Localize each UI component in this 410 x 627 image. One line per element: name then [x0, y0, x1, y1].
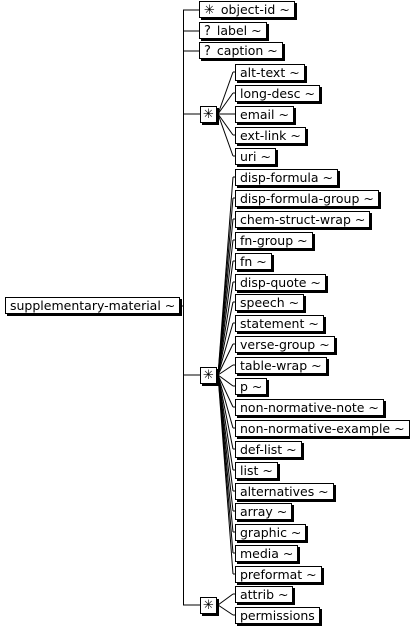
- element-label: speech ~: [240, 295, 300, 310]
- element-table-wrap[interactable]: table-wrap ~: [235, 357, 327, 374]
- choice-compositor-3[interactable]: ✳: [200, 597, 217, 614]
- element-label: email ~: [240, 107, 289, 122]
- element-label: p ~: [240, 379, 263, 394]
- element-label: disp-quote ~: [240, 275, 321, 290]
- element-media[interactable]: media ~: [235, 545, 299, 562]
- element-label: statement ~: [240, 316, 319, 331]
- element-chem-struct-wrap[interactable]: chem-struct-wrap ~: [235, 211, 371, 228]
- element-disp-quote[interactable]: disp-quote ~: [235, 274, 326, 291]
- repeat-star-icon: ✳: [204, 3, 215, 18]
- child-label: object-id ~: [220, 2, 290, 17]
- element-array[interactable]: array ~: [235, 503, 293, 520]
- element-label: media ~: [240, 546, 294, 561]
- element-label: def-list ~: [240, 442, 297, 457]
- element-fn-group[interactable]: fn-group ~: [235, 232, 313, 249]
- element-statement[interactable]: statement ~: [235, 315, 324, 332]
- element-label: attrib ~: [240, 587, 289, 602]
- element-long-desc[interactable]: long-desc ~: [235, 85, 320, 102]
- optional-question-icon: ?: [204, 44, 211, 59]
- element-permissions[interactable]: permissions: [235, 607, 320, 624]
- choice-compositor-2[interactable]: ✳: [200, 367, 217, 384]
- element-label: non-normative-note ~: [240, 400, 379, 415]
- element-label: permissions: [240, 608, 315, 623]
- element-verse-group[interactable]: verse-group ~: [235, 336, 335, 353]
- choice-compositor-1[interactable]: ✳: [200, 106, 217, 123]
- element-label: long-desc ~: [240, 86, 315, 101]
- child-caption[interactable]: ? caption ~: [199, 42, 283, 59]
- element-label: list ~: [240, 463, 273, 478]
- element-disp-formula-group[interactable]: disp-formula-group ~: [235, 190, 379, 207]
- element-alt-text[interactable]: alt-text ~: [235, 64, 305, 81]
- element-speech[interactable]: speech ~: [235, 294, 305, 311]
- element-label: graphic ~: [240, 525, 302, 540]
- element-label: ext-link ~: [240, 128, 301, 143]
- element-non-normative-note[interactable]: non-normative-note ~: [235, 399, 384, 416]
- element-non-normative-example[interactable]: non-normative-example ~: [235, 420, 410, 437]
- element-list[interactable]: list ~: [235, 462, 278, 479]
- element-label: array ~: [240, 504, 288, 519]
- element-fn[interactable]: fn ~: [235, 253, 272, 270]
- element-alternatives[interactable]: alternatives ~: [235, 483, 334, 500]
- element-preformat[interactable]: preformat ~: [235, 566, 322, 583]
- element-label: fn ~: [240, 254, 267, 269]
- element-label: fn-group ~: [240, 233, 308, 248]
- element-email[interactable]: email ~: [235, 106, 294, 123]
- element-label: preformat ~: [240, 567, 317, 582]
- repeat-star-icon: ✳: [203, 368, 214, 383]
- repeat-star-icon: ✳: [203, 107, 214, 122]
- element-label: alternatives ~: [240, 484, 329, 499]
- element-graphic[interactable]: graphic ~: [235, 524, 307, 541]
- element-label: chem-struct-wrap ~: [240, 212, 366, 227]
- element-label: table-wrap ~: [240, 358, 322, 373]
- element-label: disp-formula-group ~: [240, 191, 374, 206]
- element-label: alt-text ~: [240, 65, 300, 80]
- optional-question-icon: ?: [204, 24, 211, 39]
- element-attrib[interactable]: attrib ~: [235, 586, 294, 603]
- root-element-supplementary-material[interactable]: supplementary-material ~: [5, 297, 181, 314]
- element-def-list[interactable]: def-list ~: [235, 441, 302, 458]
- element-label: verse-group ~: [240, 337, 330, 352]
- element-p[interactable]: p ~: [235, 378, 268, 395]
- child-label-element[interactable]: ? label ~: [199, 22, 267, 39]
- element-disp-formula[interactable]: disp-formula ~: [235, 169, 339, 186]
- root-label: supplementary-material ~: [10, 298, 176, 313]
- child-object-id[interactable]: ✳ object-id ~: [199, 1, 295, 18]
- child-label: caption ~: [216, 43, 278, 58]
- repeat-star-icon: ✳: [203, 598, 214, 613]
- element-label: disp-formula ~: [240, 170, 334, 185]
- element-uri[interactable]: uri ~: [235, 148, 276, 165]
- element-label: non-normative-example ~: [240, 421, 405, 436]
- element-ext-link[interactable]: ext-link ~: [235, 127, 306, 144]
- child-label: label ~: [216, 23, 262, 38]
- element-label: uri ~: [240, 149, 271, 164]
